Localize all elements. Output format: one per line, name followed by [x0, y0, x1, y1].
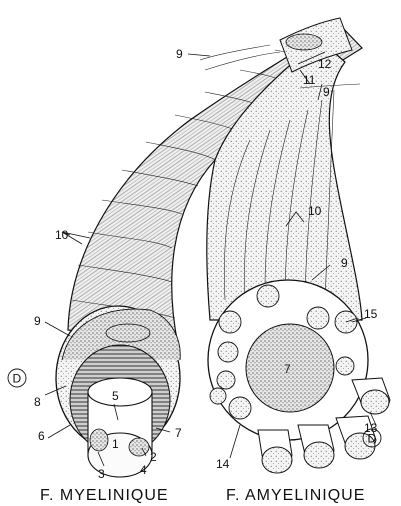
- svg-text:D: D: [13, 372, 22, 386]
- caption-myelinated: F. MYELINIQUE: [40, 487, 169, 504]
- label-7-left: 7: [175, 426, 182, 440]
- label-15: 15: [364, 307, 378, 321]
- label-1: 1: [112, 437, 119, 451]
- label-11: 11: [303, 73, 316, 87]
- label-4: 4: [140, 463, 147, 477]
- caption-unmyelinated: F. AMYELINIQUE: [226, 487, 365, 504]
- label-14: 14: [216, 457, 230, 471]
- label-3: 3: [98, 467, 105, 481]
- label-9-left: 9: [34, 314, 41, 328]
- label-6: 6: [38, 429, 45, 443]
- label-7-right: 7: [284, 362, 291, 376]
- label-10-left: 10: [55, 228, 69, 242]
- label-12: 12: [318, 57, 332, 71]
- svg-text:D: D: [368, 432, 377, 446]
- label-9-top-right: 9: [323, 85, 330, 99]
- unmyelinated-fiber-bundle: [200, 18, 390, 473]
- label-2: 2: [150, 450, 157, 464]
- unmyelinated-bundle-body: [207, 40, 362, 320]
- label-10-right: 10: [308, 204, 322, 218]
- d-marker-left: D: [8, 369, 26, 387]
- label-9-top: 9: [176, 47, 183, 61]
- label-5: 5: [112, 389, 119, 403]
- label-8: 8: [34, 395, 41, 409]
- label-9-mid-right: 9: [341, 256, 348, 270]
